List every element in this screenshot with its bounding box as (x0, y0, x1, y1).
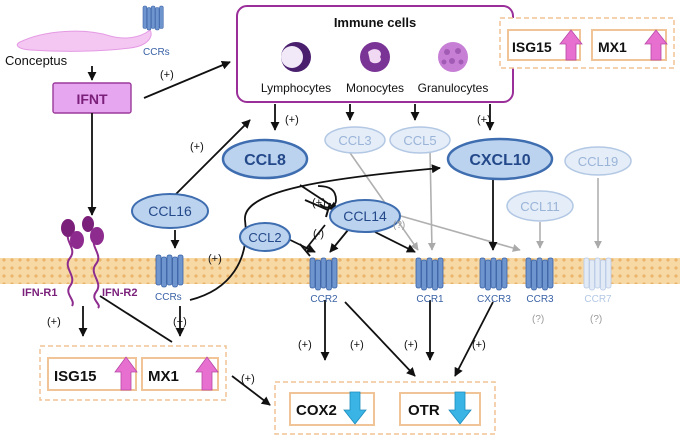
monocyte-icon (360, 42, 390, 72)
ifnr2-label: IFN-R2 (102, 287, 137, 299)
ccl8-ccl14-inhibition-line (304, 199, 329, 211)
ccl11-label: CCL11 (520, 199, 560, 214)
monocytes-label: Monocytes (346, 81, 404, 95)
ccl14-label: CCL14 (343, 208, 387, 224)
unknown-ccl5-ccr1: (?) (393, 220, 405, 231)
ccr3-receptor-icon (525, 257, 554, 291)
otr-box (399, 392, 481, 426)
plus-gran-cxcl10: (+) (477, 114, 491, 126)
conceptus-cell-shape (16, 29, 152, 52)
lymphocytes-label: Lymphocytes (261, 81, 331, 95)
cxcr3-receptor-icon (479, 257, 508, 291)
ccl16-label: CCL16 (148, 203, 192, 219)
plus-ccl8-cxcl10: (+) (312, 197, 326, 209)
ccr1-label: CCR1 (416, 294, 444, 305)
plus-ifnr-mx1: (+) (173, 316, 187, 328)
otr-label: OTR (408, 402, 440, 419)
top-isg15-up-arrow-icon (559, 29, 583, 61)
ccl19-node: CCL19 (564, 146, 632, 176)
plus-ifnr-isg15: (+) (47, 316, 61, 328)
ccl2-label: CCL2 (248, 230, 281, 245)
bottom-mx1-label: MX1 (148, 368, 179, 385)
immune-cells-title: Immune cells (334, 15, 416, 30)
top-isg15-label: ISG15 (512, 39, 552, 55)
ccl16-node: CCL16 (131, 193, 209, 229)
minus-ccl8-ccl14: (-) (313, 228, 324, 240)
plus-ccr1-otr: (+) (404, 339, 418, 351)
cxcl10-node: CXCL10 (446, 137, 554, 181)
cxcl10-label: CXCL10 (469, 152, 530, 169)
unknown-ccr3: (?) (532, 314, 544, 325)
ccl14-node: CCL14 (329, 199, 401, 233)
bottom-mx1-up-arrow-icon (195, 356, 219, 391)
top-mx1-up-arrow-icon (644, 29, 668, 61)
granulocytes-label: Granulocytes (418, 81, 489, 95)
plus-ccr2-cox2: (+) (298, 339, 312, 351)
cxcr3-label: CXCR3 (477, 294, 511, 305)
ccl11-node: CCL11 (506, 190, 574, 222)
ccr2-label: CCR2 (310, 294, 338, 305)
top-mx1-label: MX1 (598, 39, 627, 55)
plus-lymph-ccl8: (+) (285, 114, 299, 126)
plus-cxcr3-otr: (+) (472, 339, 486, 351)
lymphocyte-icon (281, 42, 311, 72)
ccr2-receptor-icon (309, 257, 338, 291)
ccrs-bottom-label: CCRs (155, 292, 182, 303)
plus-isg-outcome: (+) (241, 373, 255, 385)
ccr7-receptor-icon (583, 257, 612, 291)
ccl3-node: CCL3 (324, 126, 386, 154)
ccrs-receptor-icon (155, 254, 184, 288)
otr-down-arrow-icon (448, 391, 472, 425)
ccl8-node: CCL8 (221, 138, 309, 180)
ccl5-label: CCL5 (403, 133, 436, 148)
ccl8-ccl14-inhibition-bar (325, 202, 331, 218)
ifnt-label: IFNT (76, 91, 108, 107)
cox2-down-arrow-icon (343, 391, 367, 425)
bottom-isg15-label: ISG15 (54, 368, 97, 385)
ccl19-label: CCL19 (578, 154, 618, 169)
ccr7-label: CCR7 (584, 294, 612, 305)
ccrs-top-label: CCRs (143, 47, 170, 58)
unknown-ccr7: (?) (590, 314, 602, 325)
ccrs-top-receptor-icon (142, 5, 164, 31)
granulocyte-icon (438, 42, 468, 72)
ifn-receptor-icon (61, 216, 104, 309)
ccl3-label: CCL3 (338, 133, 371, 148)
plus-ccrs-ccl8: (+) (208, 253, 222, 265)
ifnr1-label: IFN-R1 (22, 287, 57, 299)
ccr1-receptor-icon (415, 257, 444, 291)
ccl8-label: CCL8 (244, 152, 286, 169)
plus-ccr2-otr: (+) (350, 339, 364, 351)
cell-membrane (0, 258, 680, 284)
plus-ifnt-immune: (+) (160, 69, 174, 81)
ccr3-label: CCR3 (526, 294, 554, 305)
cox2-label: COX2 (296, 402, 337, 419)
ccl5-node: CCL5 (389, 126, 451, 154)
ccl2-node: CCL2 (239, 222, 291, 252)
plus-ccl16-immune: (+) (190, 141, 204, 153)
bottom-isg15-up-arrow-icon (114, 356, 138, 391)
conceptus-label: Conceptus (5, 53, 68, 68)
